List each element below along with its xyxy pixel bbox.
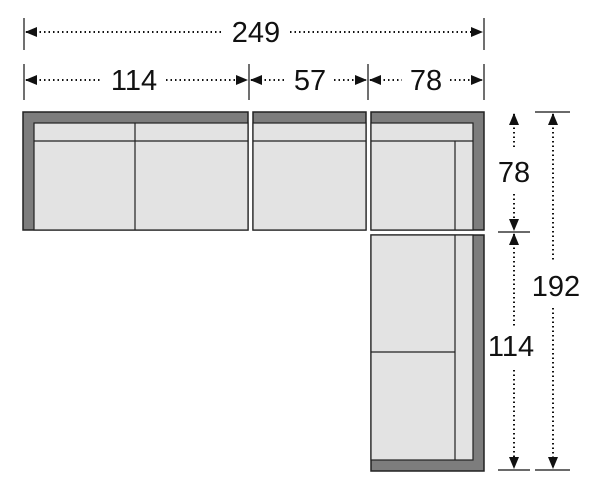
- dimension-overall-width: 249: [23, 17, 485, 50]
- left-module-width-label: 114: [111, 65, 157, 97]
- corner-module-width-label: 78: [410, 65, 442, 97]
- middle-module-width-label: 57: [294, 65, 326, 97]
- chaise-module-length-label: 114: [488, 331, 534, 363]
- sofa-module-chaise: [370, 234, 485, 472]
- dimension-overall-depth: 192: [532, 111, 580, 471]
- sofa-module-middle: [252, 111, 367, 231]
- corner-module-depth-label: 78: [498, 157, 530, 189]
- sofa-plan: [22, 111, 485, 472]
- dimension-module-widths: 114 57 78: [23, 64, 485, 100]
- overall-width-label: 249: [232, 17, 280, 49]
- overall-depth-label: 192: [532, 271, 580, 303]
- sofa-module-corner: [370, 111, 485, 231]
- dimension-module-depths: 78 114: [488, 113, 534, 471]
- sofa-module-left: [22, 111, 249, 231]
